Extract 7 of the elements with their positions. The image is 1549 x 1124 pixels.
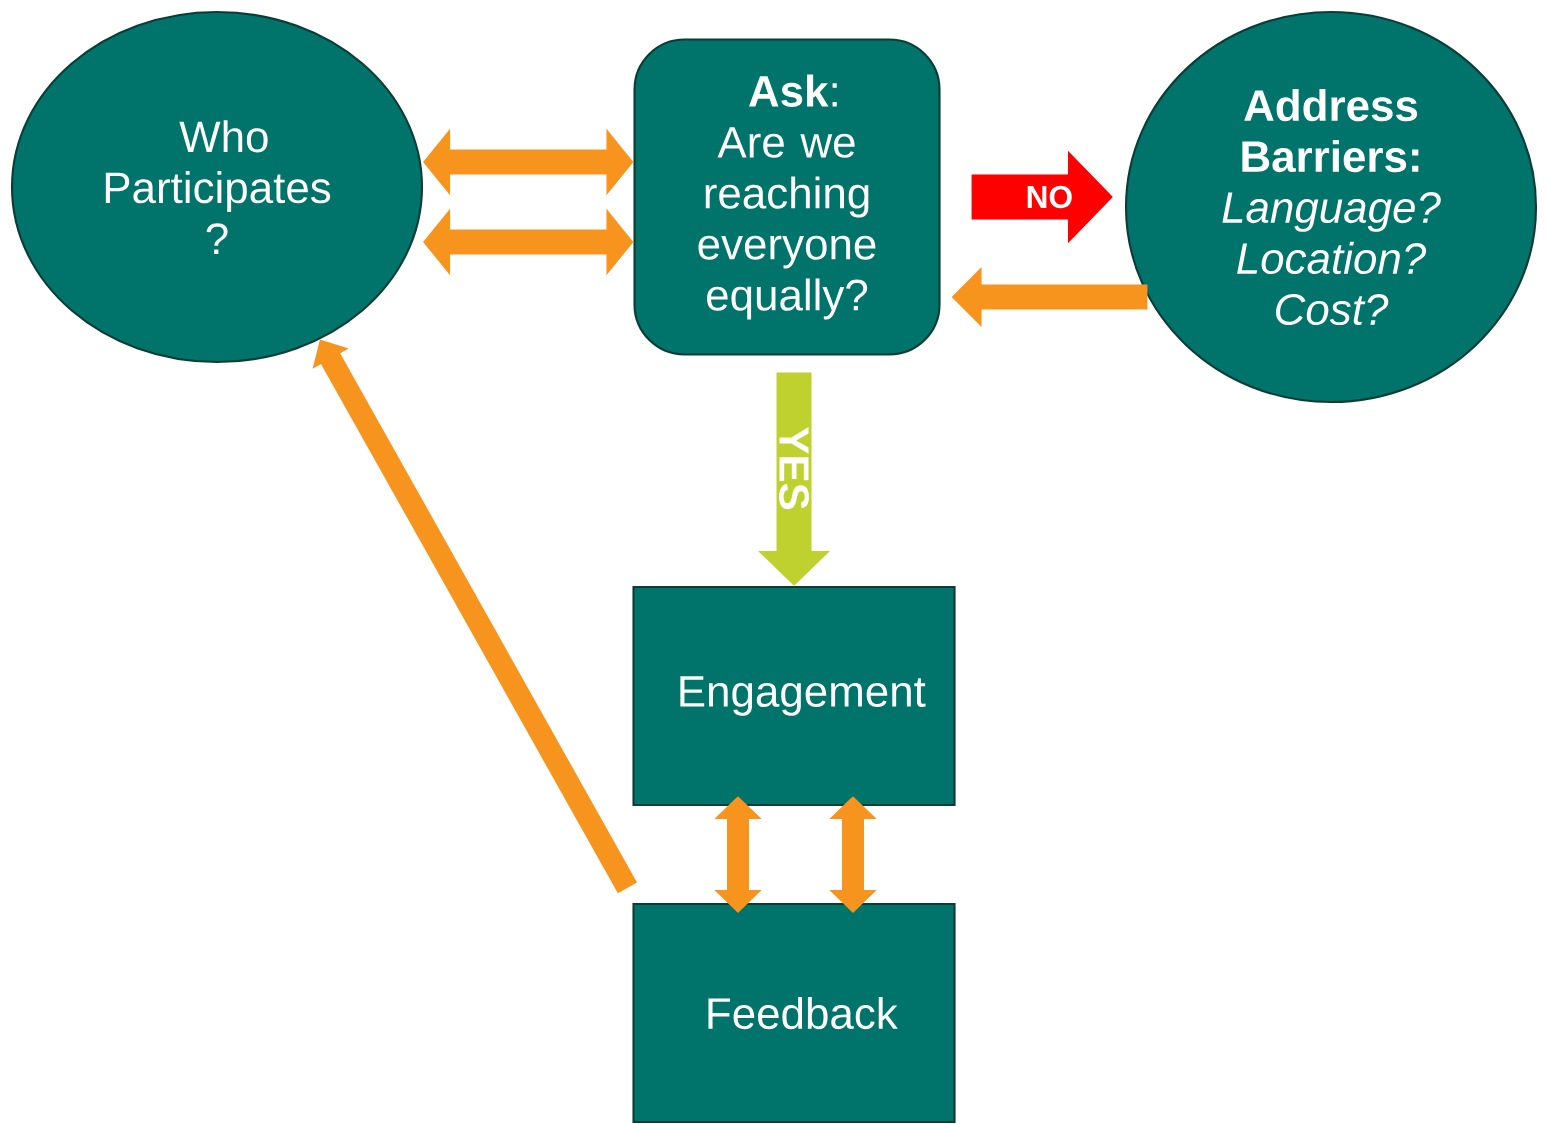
edge-label: NO: [1027, 185, 1072, 209]
process-box: Feedback: [632, 902, 956, 1124]
ellipse-node: Address Barriers: Language? Location? Cost?: [1124, 10, 1538, 404]
ellipse-node: Who Participates ?: [10, 10, 424, 364]
edge-label: YES: [779, 427, 809, 510]
process-box: Engagement: [632, 585, 956, 807]
rounded-box: Ask: Are we reaching everyone equally?: [633, 38, 941, 356]
